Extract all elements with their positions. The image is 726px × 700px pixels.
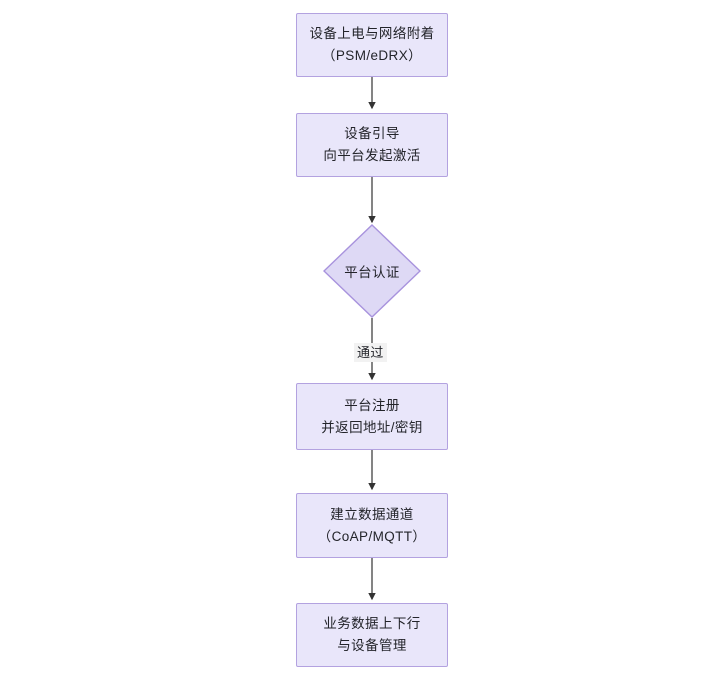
node-data-channel[interactable]: 建立数据通道 （CoAP/MQTT） [296,493,448,558]
node-label-line2: （CoAP/MQTT） [317,528,427,544]
node-label-line2: 与设备管理 [337,638,407,653]
node-label-line2: 向平台发起激活 [323,148,421,163]
edge-label-pass: 通过 [354,343,387,362]
node-platform-authentication[interactable]: 平台认证 [323,224,421,318]
diamond-shape [323,224,421,318]
node-label-line1: 建立数据通道 [330,506,414,522]
node-label-line1: 设备引导 [344,126,400,141]
node-device-bootstrap[interactable]: 设备引导 向平台发起激活 [296,113,448,177]
node-business-data[interactable]: 业务数据上下行 与设备管理 [296,603,448,667]
node-platform-registration[interactable]: 平台注册 并返回地址/密钥 [296,383,448,450]
node-label-line1: 平台注册 [344,397,400,413]
node-label-line1: 设备上电与网络附着 [309,26,435,41]
node-device-power-on[interactable]: 设备上电与网络附着 （PSM/eDRX） [296,13,448,77]
node-label-line2: （PSM/eDRX） [321,48,423,63]
decision-label: 平台认证 [344,265,400,280]
node-label-line1: 业务数据上下行 [323,616,421,631]
node-label-line2: 并返回地址/密钥 [321,419,423,435]
